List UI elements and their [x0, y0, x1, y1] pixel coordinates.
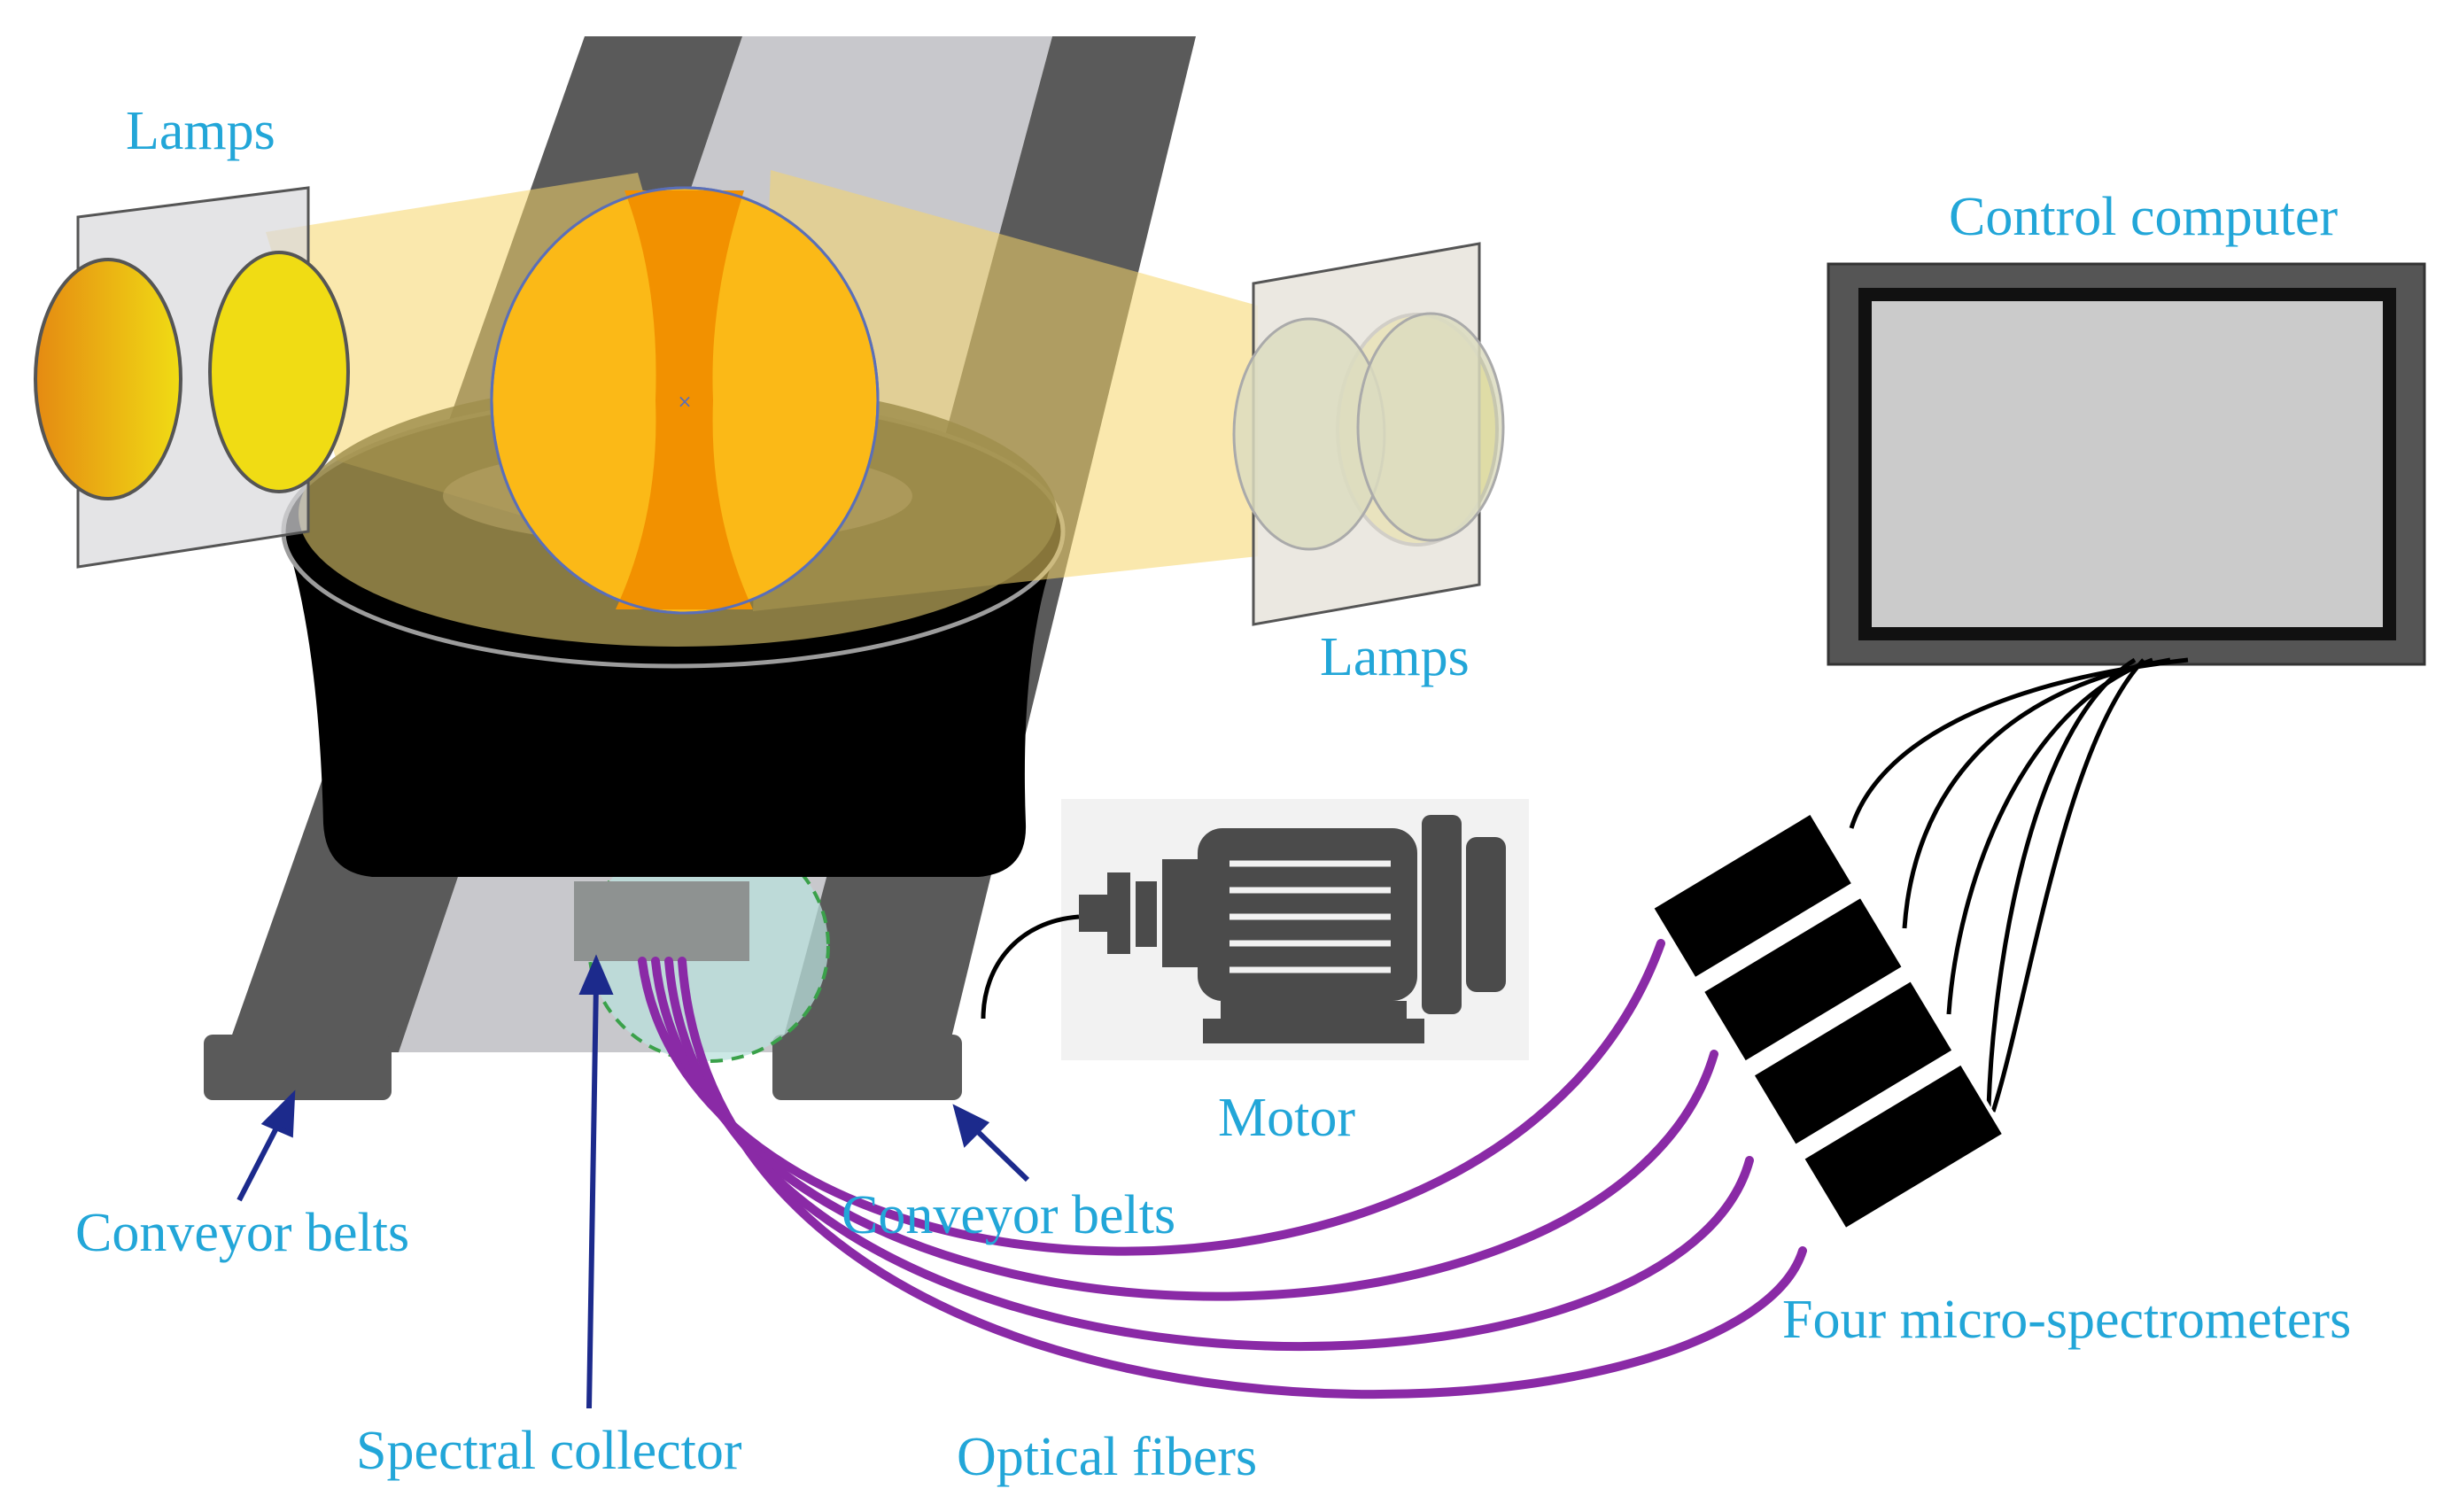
arrow-icon [578, 954, 614, 995]
spectrometer [1648, 809, 1858, 983]
motor-belt-link [981, 914, 1080, 1020]
lamp-icon [34, 258, 182, 500]
label-conveyor-belts-right: Conveyor belts [842, 1185, 1175, 1245]
spectrometer-icon [1648, 809, 2008, 1234]
fruit: × [490, 186, 880, 615]
monitor-icon [1827, 262, 2426, 666]
label-lamps-left: Lamps [126, 101, 275, 161]
motor-base [1203, 1019, 1424, 1043]
label-four-micro-spectrometers: Four micro-spectrometers [1782, 1290, 2351, 1350]
labels: Lamps Lamps Control computer Motor Conve… [75, 101, 2351, 1487]
label-conveyor-belts-left: Conveyor belts [75, 1203, 409, 1263]
label-motor: Motor [1218, 1088, 1355, 1148]
motor-coupling [1136, 881, 1157, 947]
arrow-icon [586, 982, 599, 1409]
lamp-icon [208, 251, 350, 493]
motor-flange [1162, 859, 1198, 967]
fruit-core [616, 190, 753, 609]
arrow-icon [237, 1116, 284, 1202]
label-lamps-right: Lamps [1320, 627, 1470, 687]
motor-endcap [1466, 837, 1506, 992]
label-control-computer: Control computer [1949, 187, 2338, 247]
motor-shaft [1079, 895, 1107, 932]
cable [1990, 658, 2145, 1113]
cable [1986, 657, 2137, 1108]
arrows [237, 954, 1030, 1409]
computer-cables [1849, 657, 2189, 1113]
spectrometer [1798, 1059, 2008, 1234]
lamp-right [1232, 242, 1505, 626]
spectrometer [1698, 892, 1908, 1066]
arrow-icon [970, 1124, 1030, 1182]
lamp-left [34, 186, 350, 569]
cable [1902, 657, 2171, 929]
fruit-outline [490, 186, 880, 615]
optical-fiber [678, 957, 1807, 1399]
motor-base [1221, 1001, 1407, 1019]
motor-icon [981, 799, 1529, 1060]
arrow-icon [260, 1089, 296, 1138]
motor-coupling [1107, 872, 1130, 954]
monitor-screen [1872, 301, 2383, 627]
arrow-icon [952, 1104, 990, 1148]
lamp-icon [1356, 312, 1505, 542]
optical-fibers [638, 939, 1807, 1399]
label-optical-fibers: Optical fibers [957, 1427, 1257, 1487]
motor-fins [1230, 860, 1391, 973]
belt-foot-left [204, 1035, 392, 1100]
label-spectral-collector: Spectral collector [356, 1421, 742, 1481]
cable [1946, 657, 2153, 1015]
motor-endcap [1422, 815, 1462, 1014]
collector-box [574, 881, 749, 961]
spectrometer [1749, 975, 1958, 1151]
fruit-center-mark: × [678, 391, 693, 412]
belt-foot-right [772, 1035, 962, 1100]
cable [1849, 657, 2189, 829]
